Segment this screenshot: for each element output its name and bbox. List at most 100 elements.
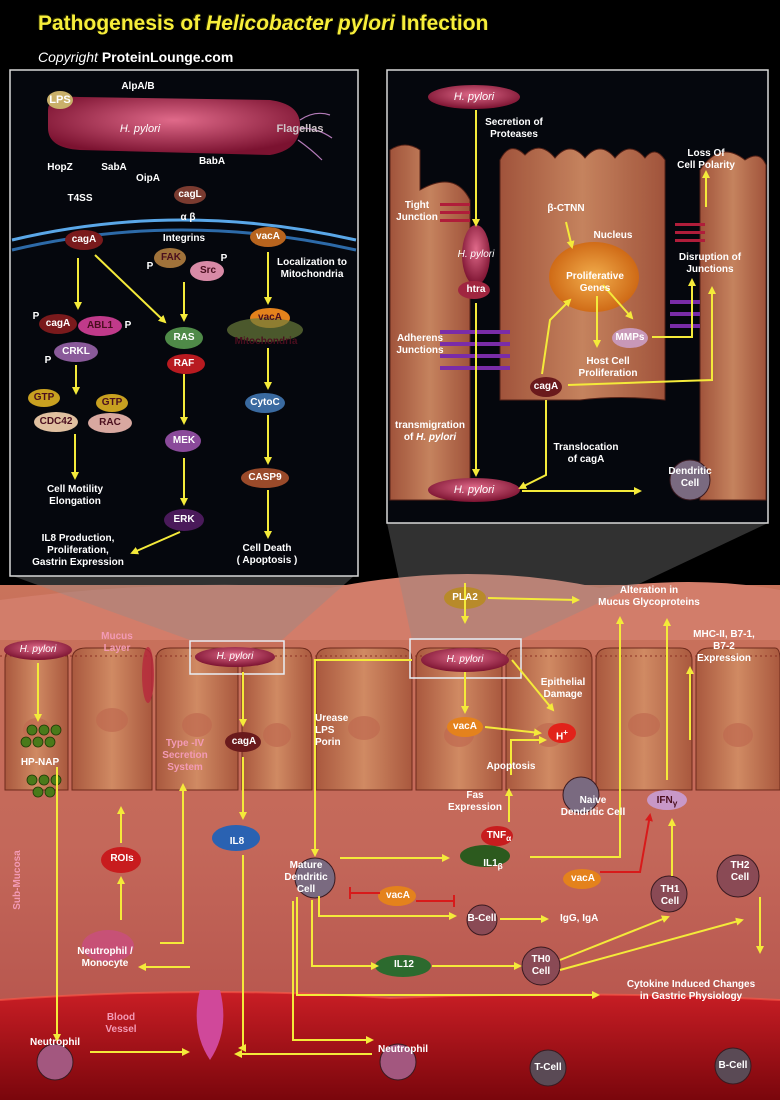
label-cagl: cagL: [178, 189, 202, 200]
label-vaca-right: vacA: [571, 873, 595, 884]
label-bcell: B-Cell: [467, 913, 497, 924]
label-host-proliferation: Host Cell Proliferation: [578, 356, 638, 379]
label-th2-cell: TH2 Cell: [730, 860, 750, 883]
label-rac: RAC: [99, 417, 121, 428]
label-il1: IL1β: [483, 858, 503, 871]
label-blood-vessel: Blood Vessel: [105, 1012, 137, 1035]
label-localization: Localization to Mitochondria: [277, 257, 347, 280]
label-hplus: H+: [555, 727, 569, 743]
label-motility: Cell Motility Elongation: [46, 484, 104, 507]
label-flagellas: Flagellas: [276, 123, 324, 135]
label-ifn: IFNγ: [656, 795, 678, 808]
label-tnf: TNFα: [486, 830, 512, 843]
label-rois: ROIs: [110, 853, 134, 864]
label-epithelial-damage: Epithelial Damage: [540, 677, 586, 700]
label-mucus-layer: Mucus Layer: [101, 631, 133, 654]
label-naive-dendritic: Naive Dendritic Cell: [560, 795, 626, 818]
label-adherens: Adherens Junctions: [396, 333, 444, 356]
label-p-abl1: P: [124, 320, 132, 331]
label-crkl: CRKL: [62, 346, 90, 357]
label-caga-p: cagA: [45, 318, 71, 329]
label-cell-death: Cell Death ( Apoptosis ): [236, 543, 298, 566]
label-il8: IL8: [229, 836, 245, 847]
label-ras: RAS: [173, 332, 195, 343]
label-rp-hpylori-top: H. pylori: [453, 91, 495, 103]
label-type4-secretion: Type -IV Secretion System: [162, 738, 208, 773]
label-integrins: Integrins: [162, 233, 206, 244]
label-src: Src: [199, 265, 217, 276]
label-mek: MEK: [172, 435, 196, 446]
label-nucleus: Nucleus: [593, 230, 633, 241]
label-vaca-main: vacA: [453, 721, 477, 732]
label-htra: htra: [466, 284, 486, 295]
label-pla2: PLA2: [452, 592, 478, 603]
label-hp-nap: HP-NAP: [20, 757, 60, 768]
label-cdc42: CDC42: [39, 416, 73, 427]
label-proteases: Secretion of Proteases: [485, 117, 543, 140]
label-il8-production: IL8 Production, Proliferation, Gastrin E…: [32, 533, 124, 568]
label-hpylori-panel: H. pylori: [119, 123, 161, 135]
label-tcell: T-Cell: [534, 1062, 562, 1073]
label-transmigration: transmigration of H. pylori: [394, 420, 465, 443]
label-neutrophil-center: Neutrophil: [378, 1044, 428, 1055]
label-mmps: MMPs: [615, 332, 645, 343]
label-raf: RAF: [173, 358, 195, 369]
page-title: Pathogenesis of Helicobacter pylori Infe…: [38, 12, 489, 35]
label-hpylori-box2: H. pylori: [446, 654, 484, 665]
label-fak: FAK: [161, 252, 181, 263]
label-neutrophil-left: Neutrophil: [30, 1037, 80, 1048]
label-caga: cagA: [71, 234, 97, 245]
label-p-fak: P: [146, 261, 154, 272]
label-p-src: P: [220, 253, 228, 264]
label-p-caga: P: [32, 311, 40, 322]
label-vaca-mito: vacA: [258, 312, 282, 323]
label-th1-cell: TH1 Cell: [660, 884, 680, 907]
label-abl1: ABL1: [86, 320, 114, 331]
label-mature-dendritic: Mature Dendritic Cell: [284, 860, 328, 895]
label-tight-junction: Tight Junction: [396, 200, 438, 223]
label-bcell-blood: B-Cell: [718, 1060, 748, 1071]
label-vaca: vacA: [256, 231, 280, 242]
label-translocation: Translocation of cagA: [553, 442, 619, 465]
label-il12: IL12: [393, 959, 414, 970]
label-erk: ERK: [173, 514, 195, 525]
copyright-line: Copyright ProteinLounge.com: [38, 49, 234, 65]
label-proliferative-genes: Proliferative Genes: [566, 271, 624, 294]
label-cytoc: CytoC: [250, 397, 280, 408]
label-submucosa: Sub-Mucosa: [12, 850, 23, 910]
label-fas-expression: Fas Expression: [448, 790, 502, 813]
label-bctnn: β-CTNN: [547, 203, 585, 214]
label-mhc-expression: MHC-II, B7-1, B7-2 Expression: [693, 629, 755, 664]
label-rp-hpylori-mid: H. pylori: [457, 249, 495, 260]
label-mitochondria: Mitochondria: [234, 336, 298, 347]
label-apoptosis: Apoptosis: [486, 761, 536, 772]
label-hopz: HopZ: [47, 162, 73, 173]
label-urease: Urease LPS Porin: [315, 713, 349, 748]
label-igg-iga: IgG, IgA: [560, 913, 599, 924]
label-t4ss: T4SS: [67, 193, 93, 204]
label-oipa: OipA: [136, 173, 160, 184]
label-alteration-mucus: Alteration in Mucus Glycoproteins: [598, 585, 700, 608]
label-th0-cell: TH0 Cell: [531, 954, 551, 977]
label-alpab: AlpA/B: [121, 81, 155, 92]
label-casp9: CASP9: [248, 472, 282, 483]
label-saba: SabA: [101, 162, 127, 173]
label-hpylori-left: H. pylori: [19, 644, 57, 655]
label-neutrophil-monocyte: Neutrophil / Monocyte: [77, 946, 133, 969]
label-disruption: Disruption of Junctions: [678, 252, 742, 275]
label-lps: LPS: [49, 94, 71, 106]
label-gtp-2: GTP: [101, 397, 123, 408]
label-vaca-block: vacA: [386, 890, 410, 901]
label-dendritic-cell: Dendritic Cell: [668, 466, 712, 489]
label-gtp-1: GTP: [33, 392, 55, 403]
label-hpylori-box1: H. pylori: [216, 651, 254, 662]
label-rp-caga: cagA: [533, 381, 559, 392]
label-rp-hpylori-bottom: H. pylori: [453, 484, 495, 496]
label-p-crkl: P: [44, 355, 52, 366]
label-alpha-beta: α β: [180, 212, 196, 223]
label-cytokine-changes: Cytokine Induced Changes in Gastric Phys…: [626, 979, 756, 1002]
label-loss-polarity: Loss Of Cell Polarity: [677, 148, 735, 171]
label-caga-main: cagA: [231, 736, 257, 747]
